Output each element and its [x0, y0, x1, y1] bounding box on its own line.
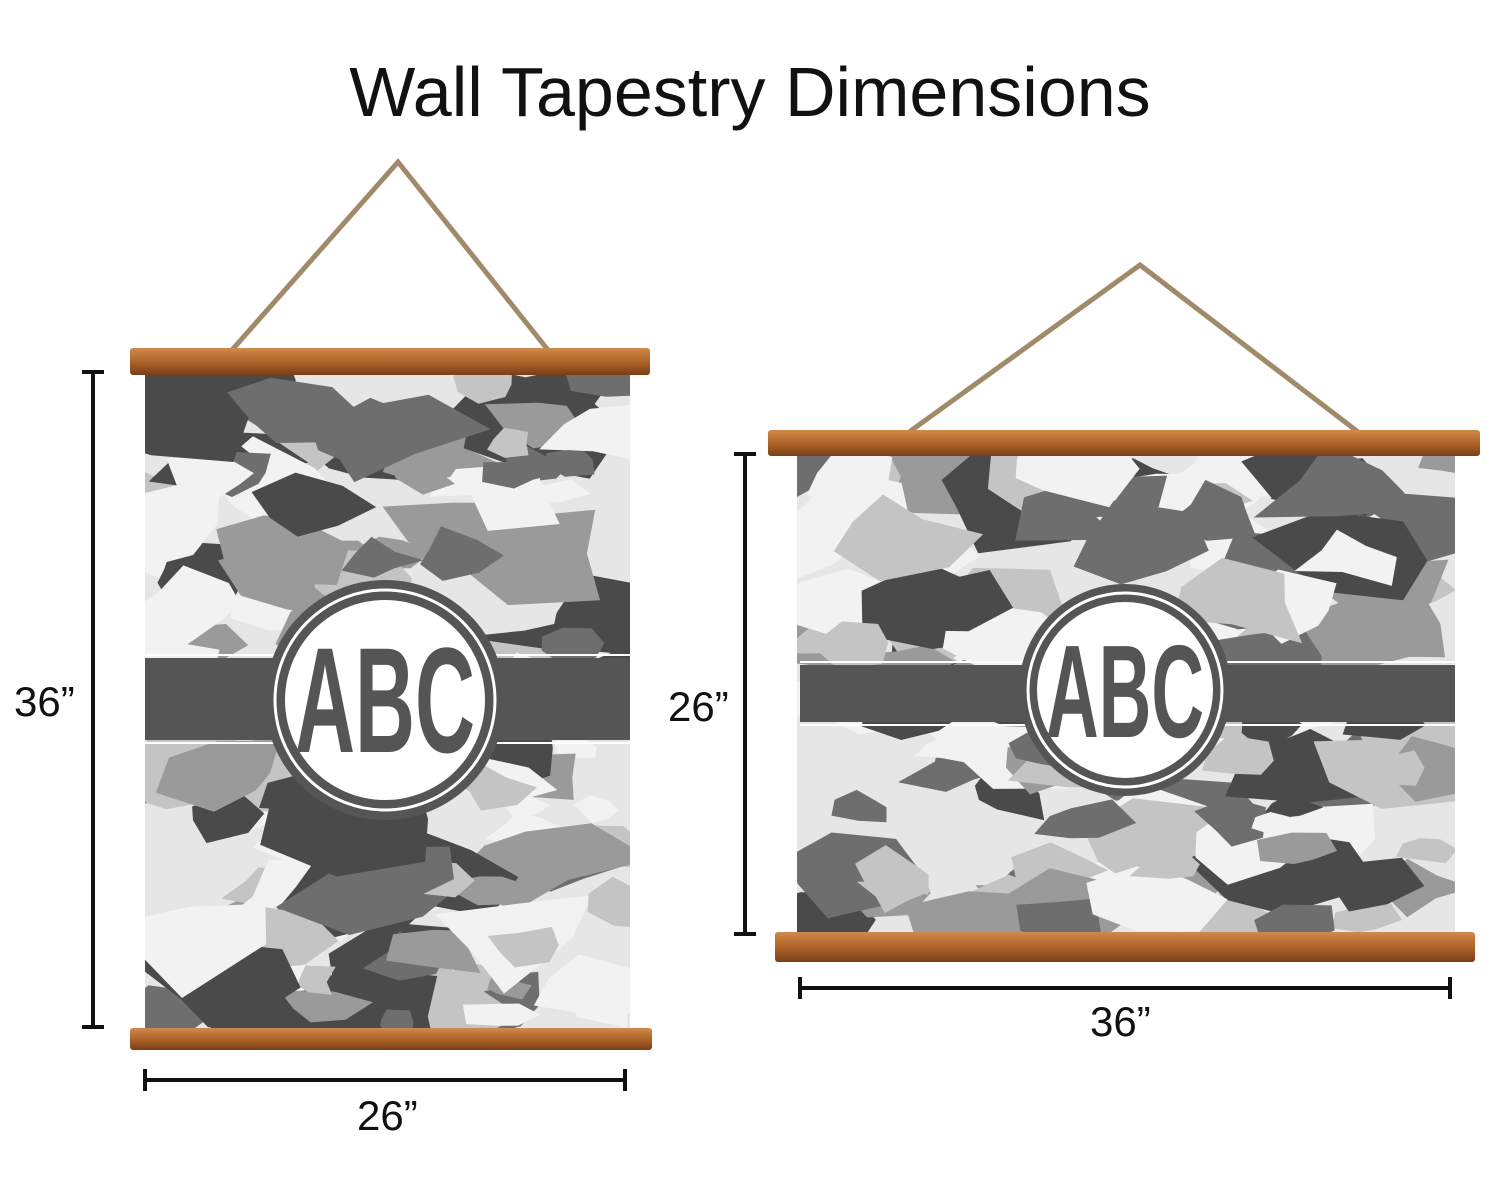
camo-blob [817, 621, 889, 670]
portrait-tapestry: ABC [130, 348, 652, 1050]
camo-blob [1418, 456, 1455, 473]
camo-blob [509, 479, 591, 504]
bottom-dowel [775, 932, 1475, 962]
camo-blob [855, 845, 929, 895]
bottom-dowel [130, 1028, 652, 1050]
camo-blob [1251, 812, 1309, 835]
camo-blob [145, 375, 249, 462]
camo-blob [145, 565, 240, 651]
camo-blob [1263, 797, 1324, 818]
camo-blob [1164, 479, 1257, 541]
camo-blob [1194, 797, 1266, 847]
camo-blob [1318, 588, 1445, 658]
camo-blob [566, 375, 630, 397]
camo-blob [298, 965, 336, 995]
camo-blob [797, 468, 909, 564]
portrait-width-label: 26” [357, 1092, 418, 1139]
camo-blob [462, 1003, 541, 1026]
landscape-tapestry: ABC [768, 430, 1480, 962]
camo-blob [1253, 456, 1405, 518]
top-dowel [130, 348, 650, 375]
camo-blob [1034, 799, 1137, 839]
camo-blob [487, 926, 559, 968]
camo-blob [420, 526, 504, 581]
camo-blob [1202, 735, 1274, 775]
camo-blob [533, 954, 630, 1014]
camo-blob [573, 794, 619, 823]
landscape-width-label: 36” [1090, 998, 1151, 1045]
camo-blob [455, 509, 601, 606]
camo-blob [1257, 832, 1338, 864]
camo-blob [1352, 750, 1425, 786]
camo-blob [1254, 904, 1335, 934]
camo-blob [145, 903, 267, 998]
camo-blob [905, 891, 1040, 934]
camo-blob [1016, 898, 1102, 934]
camo-blob [216, 515, 350, 585]
camo-blob [554, 735, 597, 759]
camo-blob [1015, 456, 1140, 508]
camo-blob [380, 1009, 414, 1030]
rope-left [230, 158, 554, 357]
camo-pattern [145, 375, 630, 1030]
camo-blob [280, 989, 373, 1023]
rope-right [903, 261, 1364, 438]
camo-blob [482, 460, 564, 489]
camo-blob [341, 536, 424, 578]
camo-blob [1294, 529, 1397, 586]
camo-blob [453, 375, 512, 404]
camo-blob [155, 740, 281, 812]
camo-blob [437, 465, 560, 531]
camo-blob [831, 789, 887, 823]
camo-blob [487, 427, 529, 458]
portrait-height-label: 36” [14, 678, 75, 725]
camo-blob [298, 394, 491, 483]
dimension-lines [82, 370, 1452, 1091]
camo-blob [385, 929, 481, 974]
camo-blob [833, 494, 984, 582]
monogram-text: ABC [295, 616, 475, 784]
monogram-text: ABC [1046, 618, 1204, 765]
camo-blob [251, 472, 377, 537]
camo-blob [1086, 866, 1228, 932]
camo-blob [1396, 838, 1455, 864]
camo-blob [484, 812, 565, 846]
landscape-height-label: 26” [668, 683, 729, 730]
top-dowel [768, 430, 1480, 456]
camo-blob [166, 450, 254, 504]
page-title: Wall Tapestry Dimensions [349, 53, 1151, 131]
camo-blob [855, 570, 1014, 632]
camo-blob [539, 404, 630, 460]
camo-blob [1129, 836, 1200, 879]
camo-blob [587, 876, 630, 928]
camo-blob [456, 876, 536, 906]
